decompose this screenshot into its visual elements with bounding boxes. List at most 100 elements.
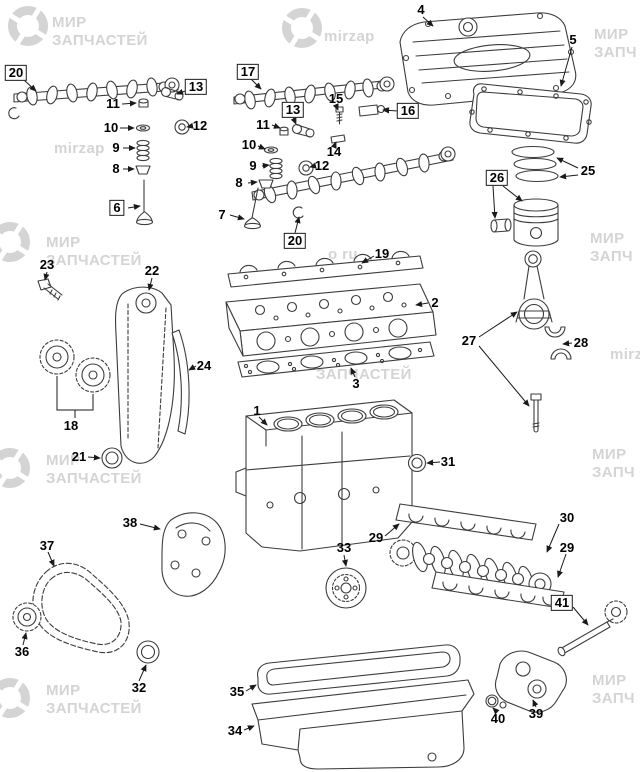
callout-9: 9 <box>249 157 257 173</box>
callout-12: 12 <box>192 117 208 133</box>
callout-16: 16 <box>396 102 420 120</box>
valve-cover-art <box>399 12 577 106</box>
main-bearings-lower-art <box>431 571 565 609</box>
watermark-logo <box>0 448 30 488</box>
watermark-text: mirzap <box>54 140 105 157</box>
callout-3: 3 <box>352 375 360 391</box>
watermark-text: о ru <box>328 246 358 263</box>
chain-rail-art <box>171 329 190 435</box>
tensioner-sprocket-art <box>12 602 42 632</box>
callout-37: 37 <box>39 537 55 553</box>
callout-24: 24 <box>196 357 212 373</box>
callout-31: 31 <box>440 453 456 469</box>
callout-8: 8 <box>112 160 120 176</box>
oil-pan-art <box>251 679 475 770</box>
leader-lines <box>21 16 589 732</box>
camshaft-top-art <box>233 76 395 110</box>
watermark-text: mirz <box>610 346 640 363</box>
main-bearings-upper-art <box>395 503 537 541</box>
callout-1: 1 <box>253 402 261 418</box>
callout-11: 11 <box>106 95 120 111</box>
callout-10: 10 <box>241 136 257 152</box>
callout-13: 13 <box>281 101 305 119</box>
callout-32: 32 <box>131 679 147 695</box>
callout-21: 21 <box>71 448 87 464</box>
callout-6: 6 <box>109 199 125 217</box>
connecting-rod-art <box>515 250 553 433</box>
callout-19: 19 <box>374 245 390 261</box>
callout-34: 34 <box>227 722 243 738</box>
callout-8: 8 <box>235 174 243 190</box>
valve-train-middle-art <box>243 104 389 230</box>
callout-29: 29 <box>368 529 384 545</box>
piston-rings-art <box>511 145 559 183</box>
timing-chain-art <box>32 562 130 654</box>
callout-13: 13 <box>184 78 208 96</box>
callout-10: 10 <box>103 119 119 135</box>
callout-18: 18 <box>63 417 79 433</box>
callout-14: 14 <box>326 143 342 159</box>
callout-23: 23 <box>39 256 55 272</box>
callout-4: 4 <box>417 1 425 17</box>
chain-guide-case-art <box>114 286 175 464</box>
oil-pump-art <box>494 650 567 713</box>
callout-25: 25 <box>580 162 596 178</box>
callout-17: 17 <box>236 63 260 81</box>
callout-38: 38 <box>122 514 138 530</box>
callout-33: 33 <box>336 539 352 555</box>
callout-29: 29 <box>559 539 575 555</box>
valve-train-left-art <box>135 86 190 226</box>
callout-30: 30 <box>559 509 575 525</box>
callout-20: 20 <box>4 64 28 82</box>
callout-20: 20 <box>283 232 307 250</box>
o-ring-art <box>485 694 499 708</box>
callout-7: 7 <box>218 206 226 222</box>
callout-12: 12 <box>314 157 330 173</box>
oil-pan-gasket-art <box>257 644 461 695</box>
tensioner-plate-art <box>161 512 226 597</box>
watermark-logo <box>0 222 30 262</box>
head-gasket-art <box>237 341 435 378</box>
cylinder-head-art <box>225 283 437 357</box>
rod-bearings-art <box>544 326 572 360</box>
callout-40: 40 <box>490 710 506 726</box>
callout-28: 28 <box>573 334 589 350</box>
callout-36: 36 <box>14 643 30 659</box>
callout-39: 39 <box>528 705 544 721</box>
crank-seal-art <box>407 453 427 473</box>
watermark-text: ЗАПЧАСТЕЙ <box>316 366 412 383</box>
callout-27: 27 <box>461 332 477 348</box>
callout-2: 2 <box>431 294 439 310</box>
oil-pump-shaft-art <box>557 600 628 657</box>
watermark-logo <box>282 8 322 48</box>
camshaft-lower-art <box>251 146 456 219</box>
cam-carrier-art <box>227 250 424 288</box>
engine-block-art <box>235 399 413 552</box>
callout-22: 22 <box>144 262 160 278</box>
piston-art <box>490 198 559 247</box>
callout-11: 11 <box>256 116 270 132</box>
watermark-logo <box>8 6 48 46</box>
callout-9: 9 <box>112 139 120 155</box>
callout-26: 26 <box>485 169 509 187</box>
watermark-logo <box>0 678 30 718</box>
bolt-art <box>37 278 63 301</box>
callout-5: 5 <box>569 31 577 47</box>
callout-41: 41 <box>550 594 574 612</box>
callout-15: 15 <box>328 90 344 106</box>
crank-pulley-art <box>325 567 367 609</box>
watermark-text: mirzap <box>324 28 375 45</box>
